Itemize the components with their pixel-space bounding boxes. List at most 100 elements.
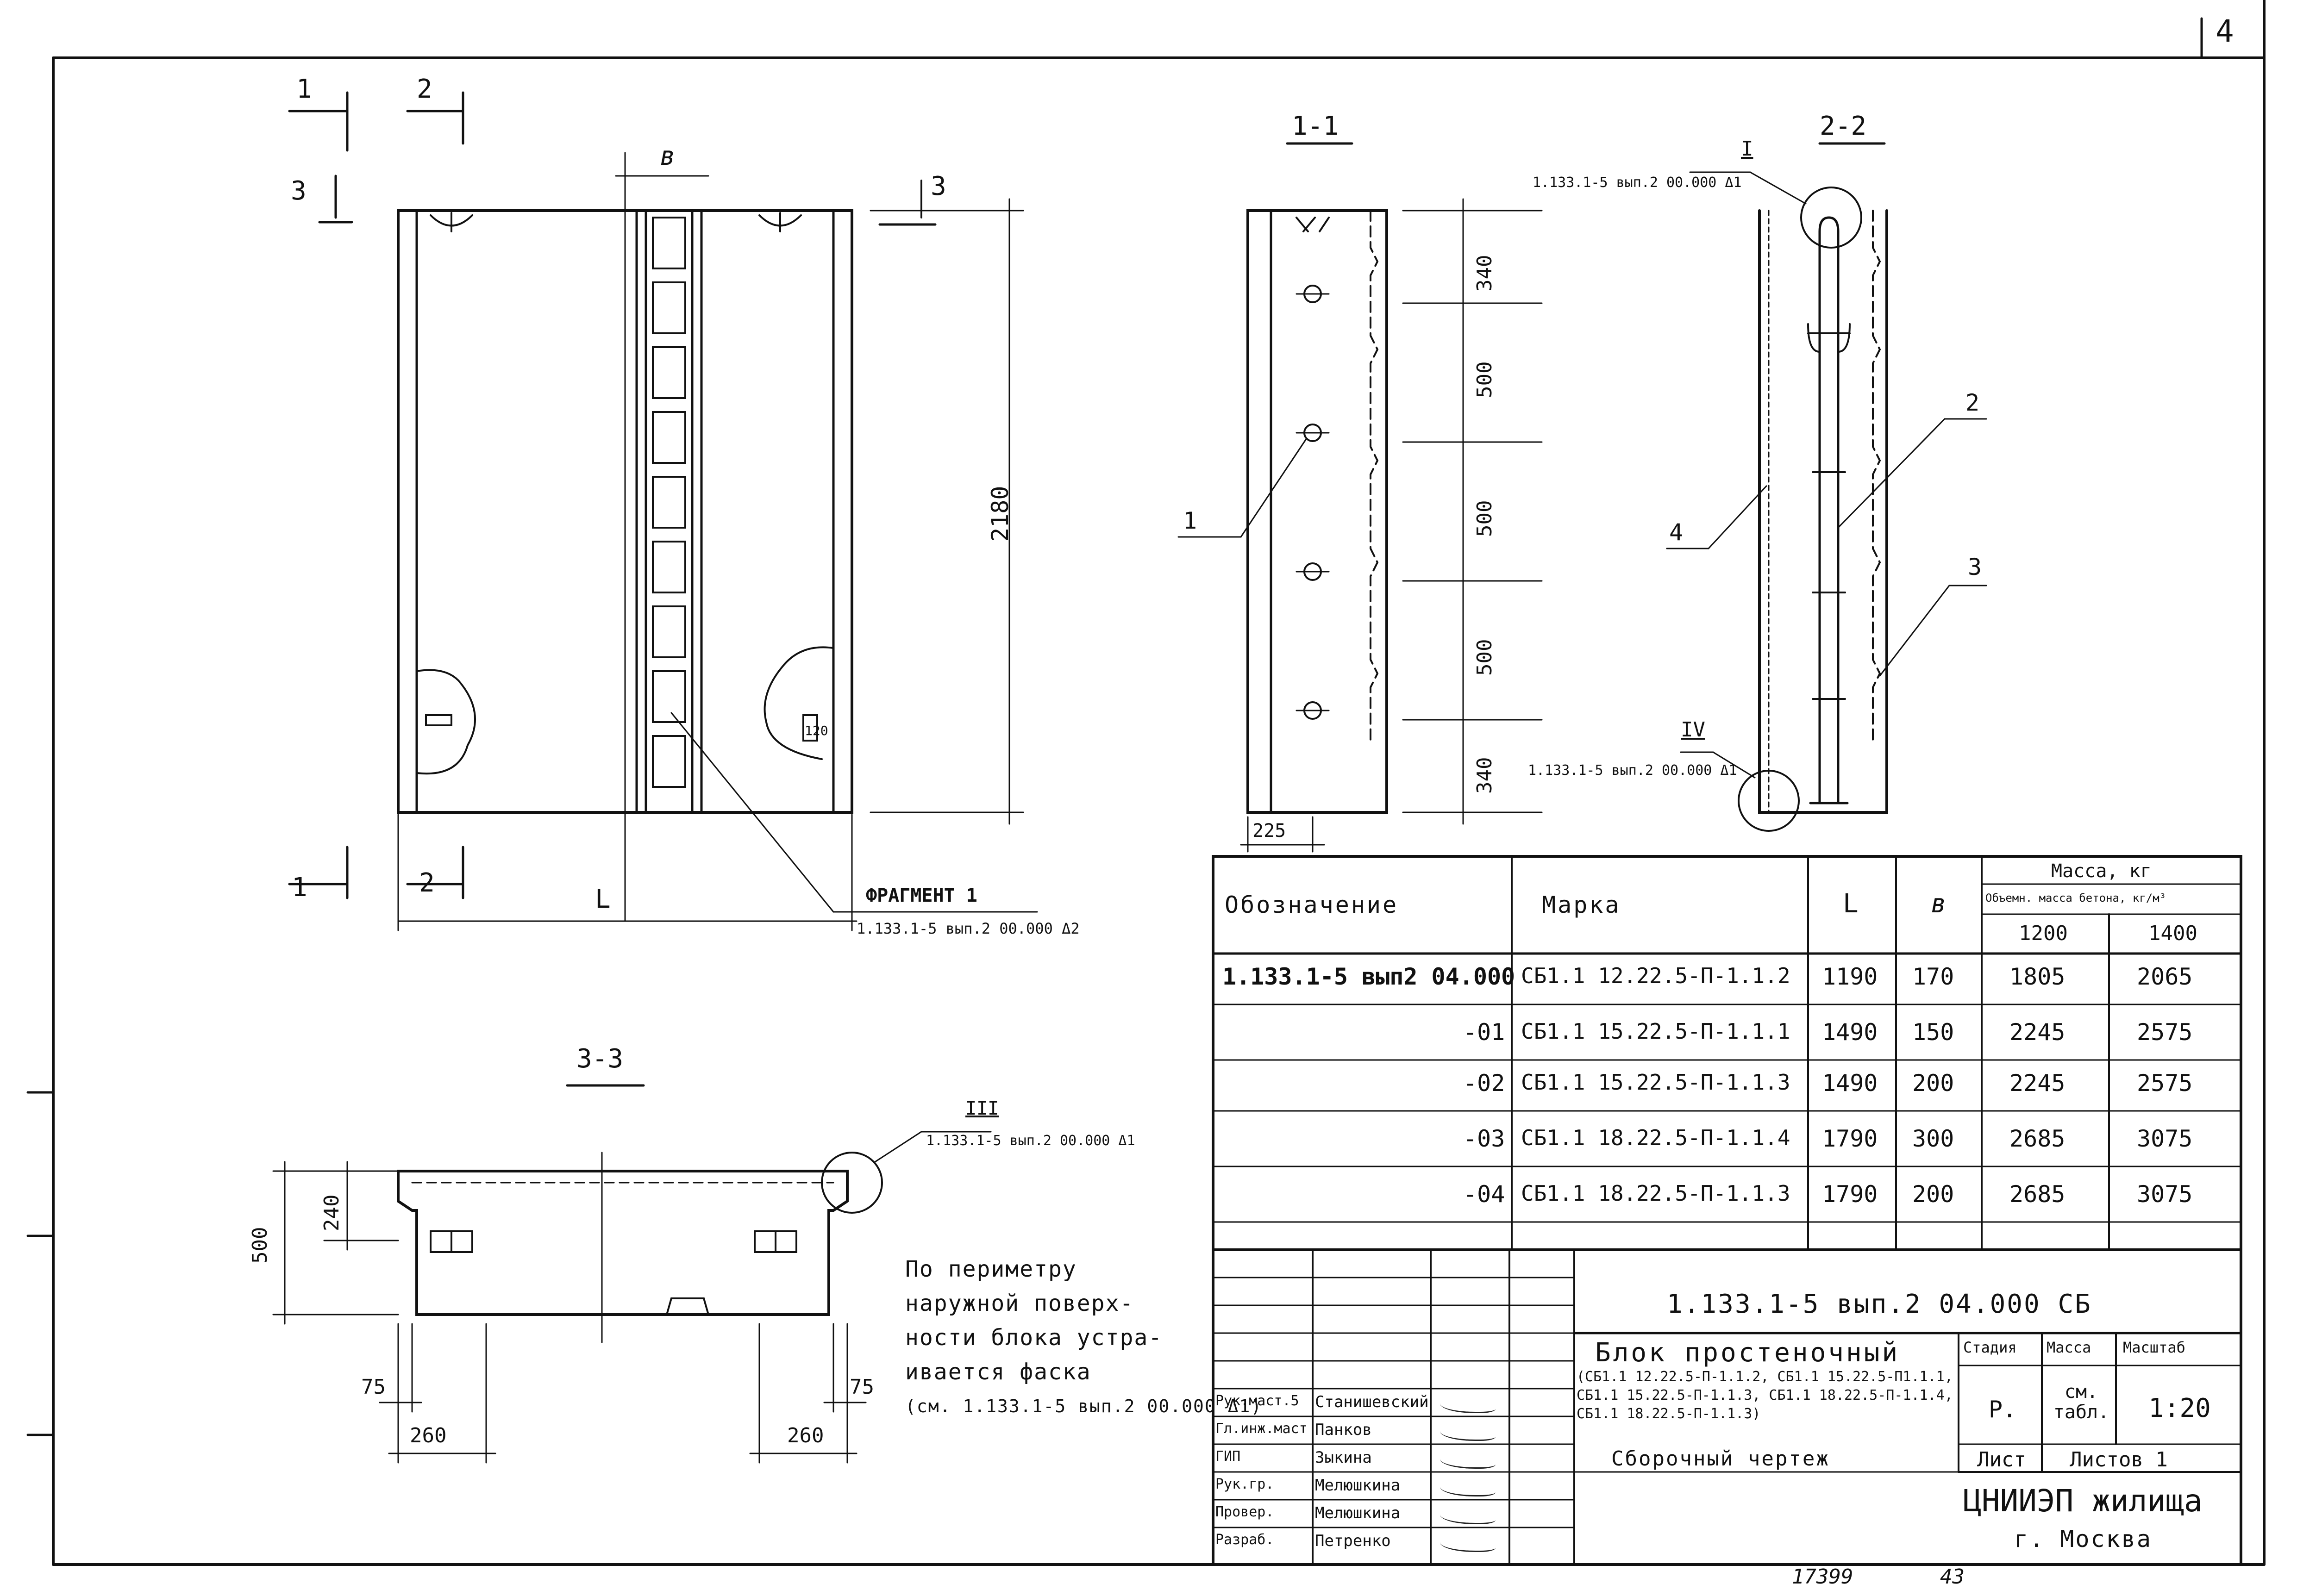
signature [1440,1509,1496,1524]
note-line: По периметру [905,1256,1077,1282]
person-name: Станишевский [1315,1393,1429,1411]
page-number: 4 [2216,13,2234,49]
person-name: Зыкина [1315,1448,1372,1467]
header-density-1400: 1400 [2148,922,2197,945]
rib-segment [652,670,686,723]
sheet-frame [26,0,2266,1566]
callout-1: 1 [1183,507,1197,534]
section-mark-2-bottom: 2 [419,868,435,898]
person-role: Разраб. [1215,1532,1274,1548]
row-designation: -01 [1463,1019,1505,1046]
chamfer-note: По периметру наружной поверх- ности блок… [905,1252,1262,1423]
dim-340-bottom: 340 [1473,757,1496,794]
row-mark: СБ1.1 18.22.5-П-1.1.3 [1521,1181,1790,1206]
rib-segment [652,346,686,399]
person-role: Рук.гр. [1215,1476,1274,1492]
row-L: 1790 [1822,1125,1878,1152]
row-designation: 1.133.1-5 вып2 04.000 [1222,963,1515,990]
row-mass-1200: 2685 [2009,1125,2065,1152]
row-b: 200 [1912,1070,1954,1097]
node-I-ref: 1.133.1-5 вып.2 00.000 Δ1 [1533,175,1742,191]
section-mark-2-top: 2 [417,74,432,104]
section-3-3-title: 3-3 [576,1044,624,1074]
row-mark: СБ1.1 12.22.5-П-1.1.2 [1521,963,1790,988]
dim-240: 240 [320,1194,344,1231]
section-mark-3-right: 3 [931,171,946,201]
section-mark-3-left: 3 [291,176,307,206]
rib-segments [652,217,686,788]
marks-line-2: СБ1.1 15.22.5-П-1.1.3, СБ1.1 18.22.5-П-1… [1577,1387,1953,1403]
dim-260-left: 260 [410,1424,447,1447]
section-mark-1-top: 1 [296,74,312,104]
row-mark: СБ1.1 15.22.5-П-1.1.3 [1521,1070,1790,1095]
dim-75-left: 75 [361,1375,386,1399]
rib-segment [652,476,686,529]
section-1-1-view [1177,142,1543,853]
signature [1440,1398,1496,1413]
title-block-grid [1212,1248,2242,1566]
rib-segment [652,605,686,658]
row-b: 150 [1912,1019,1954,1046]
row-mark: СБ1.1 15.22.5-П-1.1.1 [1521,1019,1790,1044]
callout-2: 2 [1965,389,1980,416]
person-role: ГИП [1215,1448,1241,1465]
person-name: Петренко [1315,1532,1391,1550]
rib-segment [652,217,686,269]
row-mass-1200: 1805 [2009,963,2065,990]
row-mass-1400: 2575 [2137,1070,2193,1097]
row-L: 1190 [1822,963,1878,990]
row-designation: -03 [1463,1125,1505,1152]
rib-segment [652,281,686,334]
callout-4: 4 [1669,519,1684,546]
row-L: 1790 [1822,1181,1878,1208]
callout-3: 3 [1968,554,1982,580]
slot-dimension: 120 [805,723,828,738]
signature [1440,1453,1496,1469]
row-mass-1400: 2065 [2137,963,2193,990]
header-mass: Масса, кг [2051,860,2152,882]
row-designation: -04 [1463,1181,1505,1208]
section-3-3-view [272,1084,992,1464]
row-mass-1200: 2685 [2009,1181,2065,1208]
section-1-1-title: 1-1 [1292,111,1339,141]
page-mark: 43 [1940,1565,1965,1589]
row-mass-1400: 3075 [2137,1181,2193,1208]
signature [1440,1481,1496,1496]
org-city: г. Москва [2014,1526,2152,1552]
org-name: ЦНИИЭП жилища [1963,1483,2203,1519]
person-role: Рук.маст.5 [1215,1393,1299,1409]
stage-label: Стадия [1963,1339,2017,1356]
header-density: Объемн. масса бетона, кг/м³ [1985,892,2166,904]
node-I-label: I [1741,137,1753,161]
person-role: Провер. [1215,1504,1274,1520]
fragment-label: ФРАГМЕНТ 1 [866,885,977,906]
row-mass-1200: 2245 [2009,1019,2065,1046]
scale-value: 1:20 [2148,1393,2211,1423]
row-b: 300 [1912,1125,1954,1152]
marks-line-1: (СБ1.1 12.22.5-П-1.1.2, СБ1.1 15.22.5-П1… [1577,1369,1953,1385]
signature [1440,1537,1496,1552]
dim-260-right: 260 [787,1424,824,1447]
doc-type: Сборочный чертеж [1611,1447,1830,1471]
row-mass-1200: 2245 [2009,1070,2065,1097]
section-mark-1-bottom: 1 [292,873,307,903]
section-1-1-holes [1296,285,1330,720]
stage-value: Р. [1989,1396,2017,1423]
plan-view [288,91,1038,931]
row-b: 200 [1912,1181,1954,1208]
person-name: Мелюшкина [1315,1504,1401,1522]
header-L: L [1843,889,1859,919]
note-line: (см. 1.133.1-5 вып.2 00.000 Δ1) [905,1396,1263,1416]
note-line: наружной поверх- [905,1291,1134,1316]
dim-500-3: 500 [1473,639,1496,676]
section-2-2-title: 2-2 [1820,111,1867,141]
signature [1440,1426,1496,1441]
person-name: Панков [1315,1421,1372,1439]
dim-500-2: 500 [1473,500,1496,537]
person-role: Гл.инж.маст [1215,1421,1308,1437]
row-b: 170 [1912,963,1954,990]
node-IV-label: IV [1681,718,1705,742]
rib-segment [652,541,686,593]
dim-500: 500 [248,1227,272,1264]
